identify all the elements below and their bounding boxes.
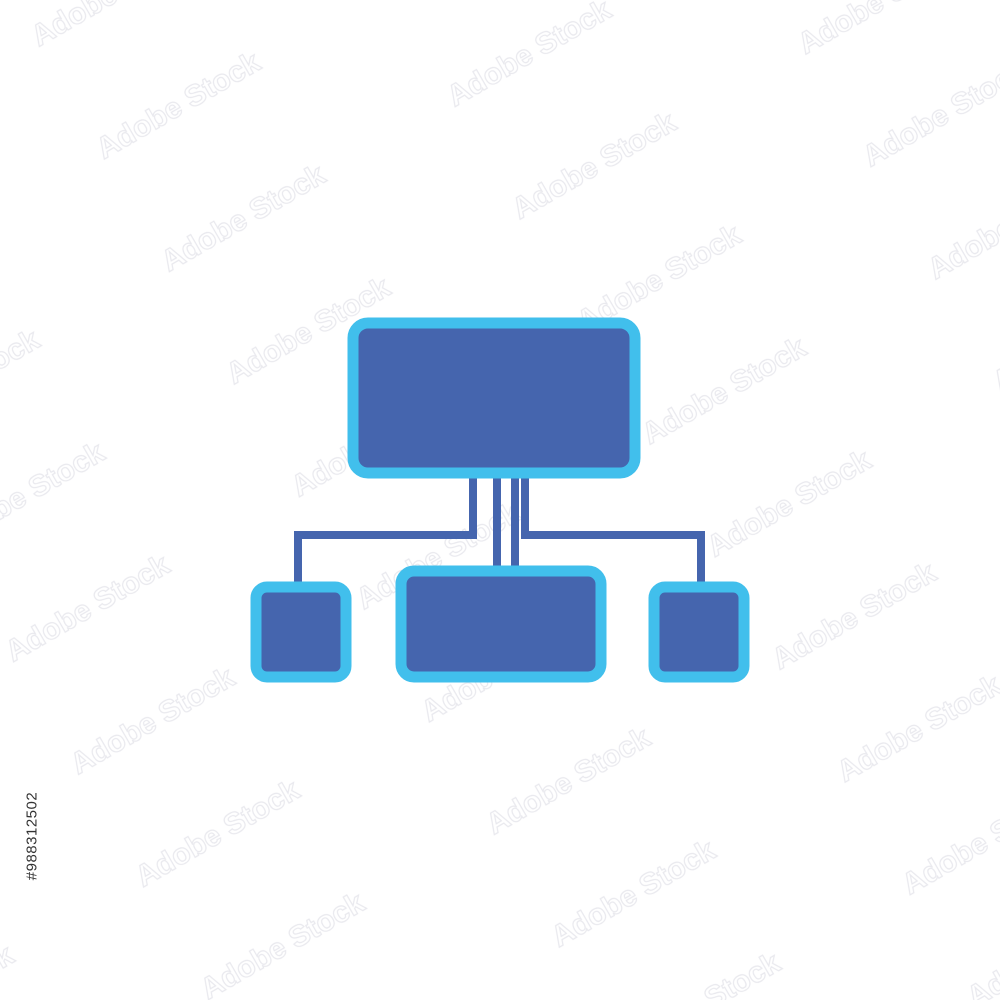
child-node-right xyxy=(648,581,750,683)
connector-left xyxy=(294,478,477,585)
stock-id-text: #988312502 xyxy=(23,791,41,881)
parent-node-box xyxy=(347,317,641,479)
child-node-left xyxy=(250,581,352,683)
connector-right xyxy=(521,478,705,585)
connector-lines xyxy=(294,478,705,585)
child-node-center xyxy=(395,565,607,683)
